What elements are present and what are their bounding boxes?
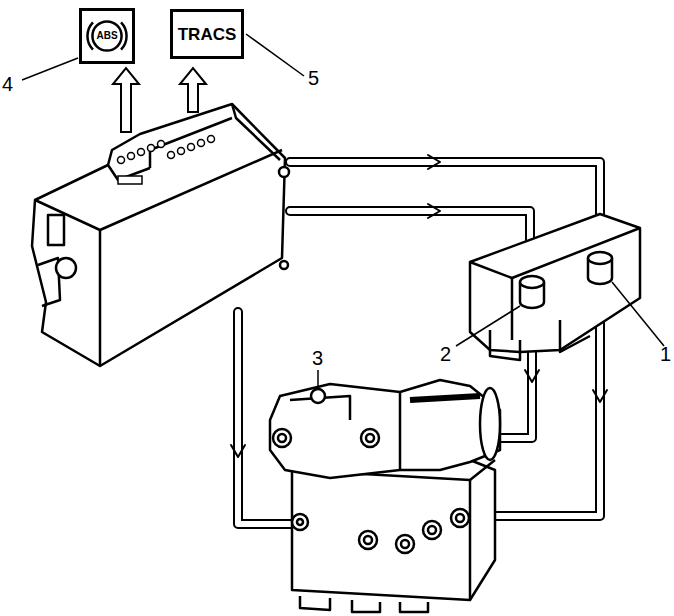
lamp-circle bbox=[92, 21, 121, 50]
lamp-arc bbox=[121, 22, 127, 49]
lamp-text: TRACS bbox=[178, 26, 237, 43]
callout-number: 2 bbox=[440, 344, 451, 364]
lamp-text: ABS bbox=[96, 31, 117, 41]
abs-warning-lamp: ABS bbox=[79, 8, 135, 64]
tracs-indicator: TRACS bbox=[170, 9, 244, 59]
callout-number: 5 bbox=[308, 68, 319, 88]
callout-number: 4 bbox=[2, 74, 13, 94]
lamp-arc bbox=[87, 22, 93, 49]
callout-number: 3 bbox=[312, 348, 323, 368]
callout-number: 1 bbox=[660, 344, 671, 364]
